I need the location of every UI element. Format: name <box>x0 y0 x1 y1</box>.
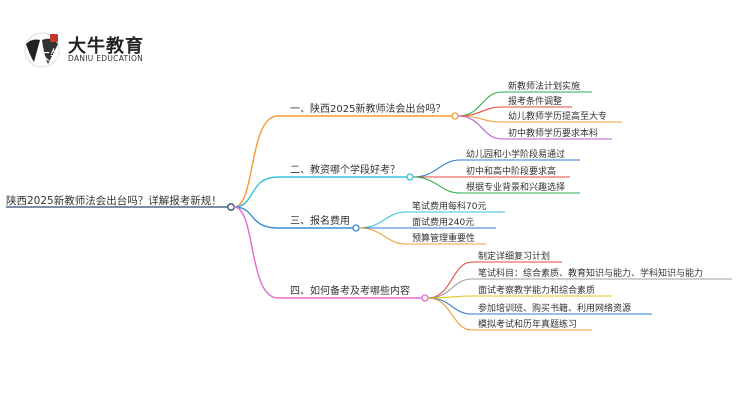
brand-logo: 大牛 大牛教育 DANIU EDUCATION <box>22 30 152 70</box>
subtopic: 幼儿教师学历提高至大专 <box>508 110 607 122</box>
subtopic-connector <box>412 176 580 194</box>
branch-node-dot <box>421 294 429 302</box>
subtopic-connector <box>412 159 580 178</box>
branch-connector <box>233 176 407 208</box>
branch-connector <box>233 206 422 299</box>
subtopic: 模拟考试和历年真题练习 <box>478 318 577 330</box>
subtopic: 面试费用240元 <box>412 216 474 228</box>
subtopic: 报考条件调整 <box>508 95 562 107</box>
brand-mark-text: 大牛 <box>36 48 64 64</box>
branch-connector <box>233 115 452 208</box>
branch-topic: 四、如何备考及考哪些内容 <box>290 284 410 297</box>
subtopic: 制定详细复习计划 <box>478 250 550 262</box>
branch-topic: 二、教资哪个学段好考？ <box>290 163 400 176</box>
root-node-dot <box>227 203 235 211</box>
subtopic-connector <box>427 295 612 299</box>
subtopic: 预算管理重要性 <box>412 232 475 244</box>
subtopic: 笔试费用每科70元 <box>412 200 486 212</box>
subtopic: 初中教师学历要求本科 <box>508 127 598 139</box>
subtopic: 幼儿园和小学阶段易通过 <box>466 148 565 160</box>
subtopic-connector <box>457 115 612 140</box>
subtopic: 根据专业背景和兴趣选择 <box>466 181 565 193</box>
root-topic: 陕西2025新教师法会出台吗？详解报考新规！ <box>6 194 222 207</box>
brand-mark-icon: 大牛 <box>24 32 64 68</box>
branch-topic: 三、报名费用 <box>290 214 350 227</box>
branch-node-dot <box>406 173 414 181</box>
brand-name: 大牛教育 <box>68 36 144 57</box>
subtopic-connector <box>427 261 562 299</box>
subtopic-connector <box>358 227 486 245</box>
subtopic: 初中和高中阶段要求高 <box>466 165 556 177</box>
branch-connector <box>233 206 353 229</box>
branch-topic: 一、陕西2025新教师法会出台吗？ <box>290 102 445 115</box>
subtopic-connector <box>358 211 505 229</box>
branch-node-dot <box>451 112 459 120</box>
subtopic: 参加培训班、购买书籍、利用网络资源 <box>478 302 631 314</box>
subtopic-connector <box>427 297 592 331</box>
subtopic: 新教师法计划实施 <box>508 80 580 92</box>
subtopic: 笔试科目：综合素质、教育知识与能力、学科知识与能力 <box>478 267 703 279</box>
subtopic-connector <box>427 278 732 299</box>
subtopic: 面试考察教学能力和综合素质 <box>478 284 595 296</box>
brand-subtitle: DANIU EDUCATION <box>68 54 144 63</box>
branch-node-dot <box>352 224 360 232</box>
